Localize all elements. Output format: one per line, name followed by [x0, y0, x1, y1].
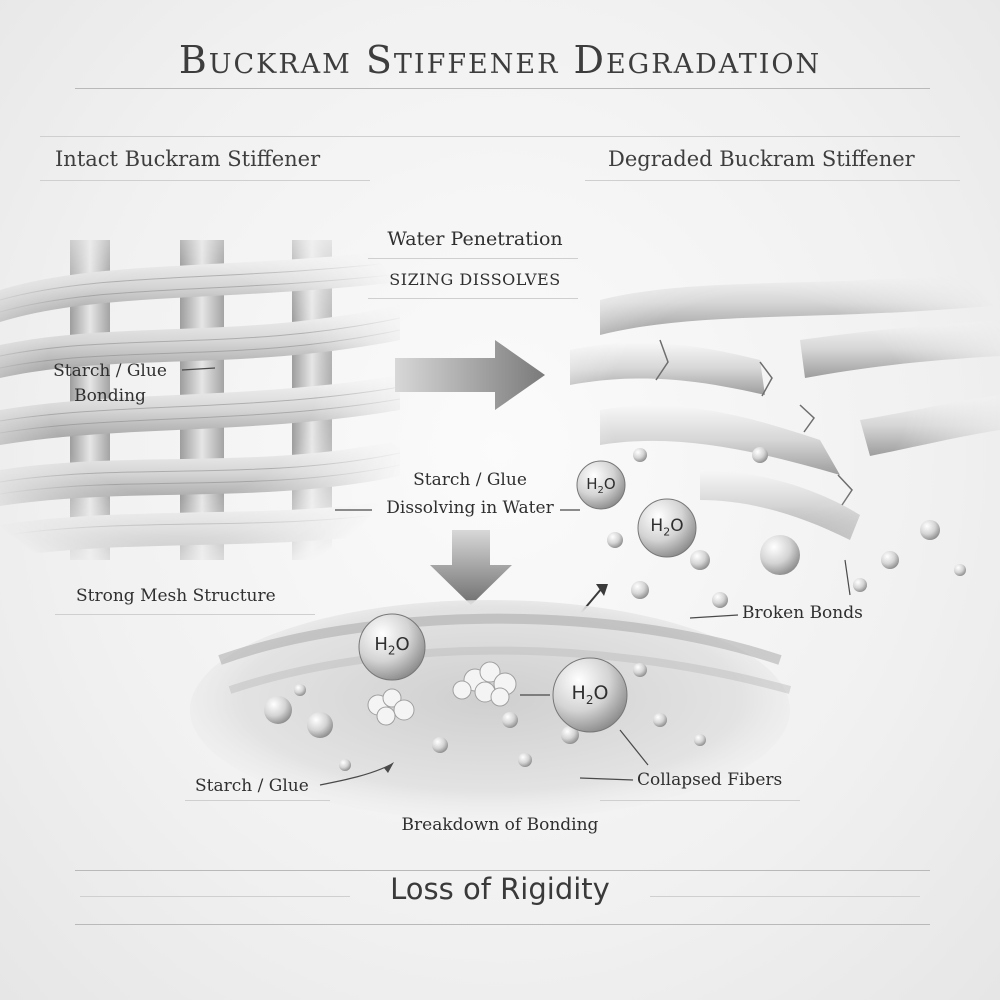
bonding-label-line1: Starch / Glue: [53, 361, 167, 381]
water-penetration-label: Water Penetration: [387, 228, 563, 250]
dissolving-label-line2: Dissolving in Water: [386, 498, 554, 518]
footer-bottom-rule: [75, 924, 930, 925]
h2o-label-1: H2O: [586, 475, 616, 496]
intact-panel-title: Intact Buckram Stiffener: [55, 147, 321, 171]
broken-bonds-label: Broken Bonds: [742, 603, 863, 623]
starch-glue-label: Starch / Glue: [195, 776, 309, 796]
h2o-label-2: H2O: [650, 516, 684, 539]
collapsed-fibers-rule: [600, 800, 800, 801]
h2o-label-3: H2O: [374, 634, 410, 658]
intact-mesh-illustration: [0, 240, 401, 560]
sizing-dissolves-rule: [368, 298, 578, 299]
degraded-title-rule: [585, 180, 960, 181]
water-droplets: [264, 447, 966, 771]
sizing-dissolves-label: SIZING DISSOLVES: [389, 270, 561, 289]
degraded-mesh-illustration: [570, 270, 1000, 540]
down-arrow-icon: [430, 530, 512, 605]
footer-top-rule: [75, 870, 930, 871]
footer-right-rule: [650, 896, 920, 897]
footer-conclusion: Loss of Rigidity: [390, 872, 610, 906]
divider-rule: [40, 136, 960, 137]
h2o-label-4: H2O: [571, 682, 609, 707]
right-arrow-icon: [395, 340, 545, 410]
water-molecule-icon: [358, 460, 697, 733]
collapsed-fibers-label: Collapsed Fibers: [637, 770, 783, 790]
degraded-panel-title: Degraded Buckram Stiffener: [608, 147, 915, 171]
breakdown-label: Breakdown of Bonding: [401, 815, 599, 835]
title-rule: [75, 88, 930, 89]
leader-lines: [181, 367, 851, 786]
starch-glue-rule: [185, 800, 330, 801]
diagram-title: Buckram Stiffener Degradation: [178, 38, 822, 82]
intact-title-rule: [40, 180, 370, 181]
strong-mesh-label: Strong Mesh Structure: [76, 586, 276, 606]
dissolving-label-line1: Starch / Glue: [413, 470, 527, 490]
footer-left-rule: [80, 896, 350, 897]
strong-mesh-rule: [55, 614, 315, 615]
water-penetration-rule: [368, 258, 578, 259]
bonding-label-line2: Bonding: [74, 386, 146, 406]
